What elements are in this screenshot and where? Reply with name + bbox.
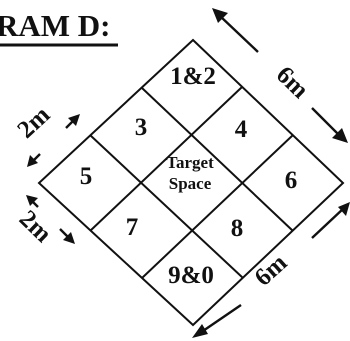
dimension-label-bottom-right: 6m: [250, 249, 293, 291]
cell-label-bottom: 9&0: [168, 262, 214, 289]
dimension-label-top-right: 6m: [271, 61, 314, 104]
arrow-head-icon: [212, 8, 228, 23]
arrow-head-icon: [27, 155, 38, 167]
grid-line-nw-2: [141, 134, 294, 279]
arrow-head-icon: [26, 195, 38, 206]
cell-label-lower-right: 8: [231, 215, 244, 242]
cell-label-upper-left: 3: [135, 114, 148, 141]
dimension-label-upper-left: 2m: [12, 101, 55, 144]
cell-label-top: 1&2: [170, 63, 216, 90]
dimension-upper-left: 2m: [12, 101, 80, 167]
cell-label-center-line1: Target: [166, 153, 214, 172]
grid-line-ne-2: [89, 134, 244, 279]
grid-line-ne-1: [141, 87, 294, 232]
arrow-head-icon: [192, 324, 208, 338]
dimension-arrow-line: [311, 107, 341, 137]
arrow-head-icon: [68, 114, 80, 126]
arrow-head-icon: [332, 128, 348, 143]
cell-label-center-line2: Space: [169, 174, 212, 193]
diagram-heading: RAM D:: [0, 8, 111, 43]
cell-label-right: 6: [285, 167, 298, 194]
dimension-label-lower-left: 2m: [14, 205, 57, 248]
grid-line-nw-1: [89, 86, 243, 232]
cell-label-upper-right: 4: [235, 116, 248, 143]
dimension-arrow-line: [199, 304, 242, 334]
dimension-lower-left: 2m: [14, 195, 75, 248]
cell-label-lower-left: 7: [126, 214, 139, 241]
dimension-arrow-line: [311, 207, 345, 239]
cell-label-left: 5: [80, 163, 93, 190]
dimension-bottom-right: 6m: [192, 202, 350, 338]
arrow-head-icon: [338, 202, 350, 216]
arrow-head-icon: [63, 232, 75, 244]
dimension-arrow-line: [219, 15, 259, 53]
